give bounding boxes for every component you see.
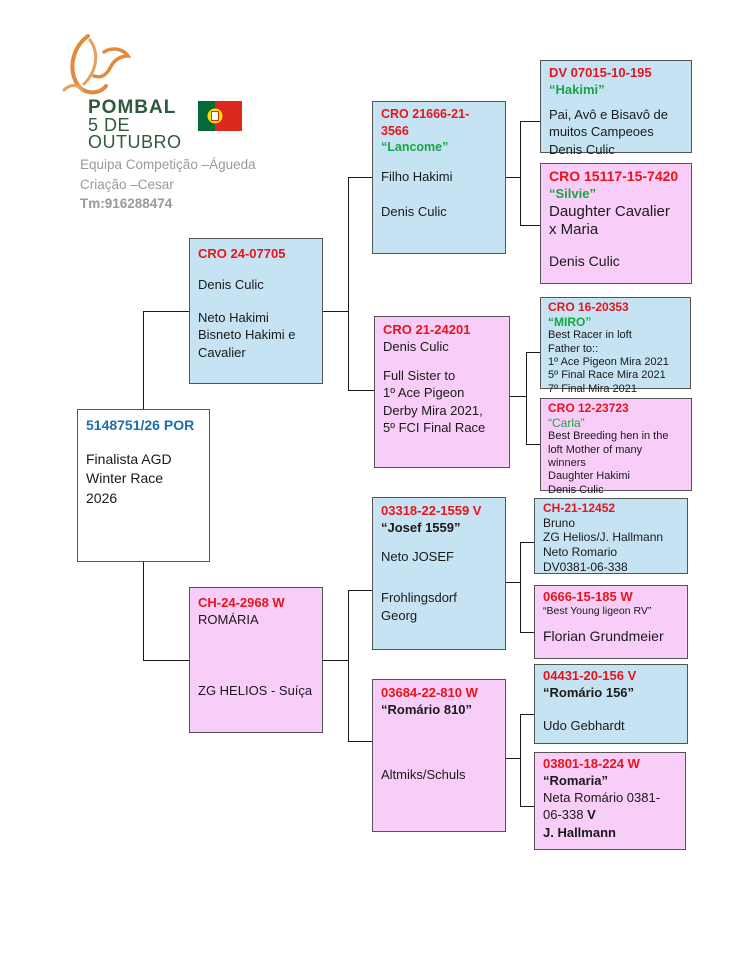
connector xyxy=(322,660,348,661)
connector xyxy=(348,390,374,391)
connector xyxy=(520,714,534,715)
connector xyxy=(348,177,372,178)
sss-card: DV 07015-10-195 “Hakimi” Pai, Avô e Bisa… xyxy=(540,60,692,157)
connector xyxy=(520,225,540,226)
connector xyxy=(506,177,520,178)
dam-card: CH-24-2968 W ROMÁRIA ZG HELIOS - Suíça xyxy=(189,587,323,733)
sdd-ring: CRO 12-23723 xyxy=(548,401,629,415)
connector xyxy=(520,542,521,632)
connector xyxy=(506,758,520,759)
ssd-card: CRO 15117-15-7420 “Silvie” Daughter Cava… xyxy=(540,163,692,284)
dam-sire-ring: 03318-22-1559 V xyxy=(381,503,482,518)
logo-title: POMBAL xyxy=(88,97,177,118)
connector xyxy=(348,741,372,742)
connector xyxy=(348,590,349,741)
logo-subtitle: 5 DE OUTUBRO xyxy=(88,115,182,152)
sss-ring: DV 07015-10-195 xyxy=(549,65,652,80)
dam-dam-card: 03684-22-810 W “Romário 810” Altmiks/Sch… xyxy=(372,679,506,832)
connector xyxy=(348,590,372,591)
dam-dam-ring: 03684-22-810 W xyxy=(381,685,478,700)
connector xyxy=(526,444,540,445)
dsd-card: 0666-15-185 W “Best Young ligeon RV” Flo… xyxy=(534,585,688,659)
ddd-ring: 03801-18-224 W xyxy=(543,756,640,771)
sire-sire-card: CRO 21666-21-3566 “Lancome” Filho Hakimi… xyxy=(372,101,506,254)
connector xyxy=(143,561,144,661)
connector xyxy=(506,582,520,583)
connector xyxy=(510,396,526,397)
dsd-ring: 0666-15-185 W xyxy=(543,589,633,604)
dds-card: 04431-20-156 V “Romário 156” Udo Gebhard… xyxy=(534,664,688,744)
dss-ring: CH-21-12452 xyxy=(543,501,616,515)
sire-dam-ring: CRO 21-24201 xyxy=(383,322,471,337)
ssd-ring: CRO 15117-15-7420 xyxy=(549,168,679,184)
connector xyxy=(348,177,349,390)
dam-ring: CH-24-2968 W xyxy=(198,595,285,610)
connector xyxy=(322,311,348,312)
ddd-card: 03801-18-224 W “Romaria” Neta Romário 03… xyxy=(534,752,686,850)
connector xyxy=(520,121,540,122)
connector xyxy=(526,352,527,444)
dam-sire-card: 03318-22-1559 V “Josef 1559” Neto JOSEF … xyxy=(372,497,506,650)
phone-info: Tm:916288474 xyxy=(80,196,173,211)
dss-card: CH-21-12452 Bruno ZG Helios/J. Hallmann … xyxy=(534,498,688,574)
dds-ring: 04431-20-156 V xyxy=(543,668,637,683)
connector xyxy=(526,352,540,353)
subject-ring: 5148751/26 POR xyxy=(86,417,195,433)
subject-card: 5148751/26 POR Finalista AGD Winter Race… xyxy=(77,409,210,562)
breeding-info: Criação –Cesar xyxy=(80,177,174,192)
connector xyxy=(520,714,521,806)
sire-card: CRO 24-07705 Denis Culic Neto Hakimi Bis… xyxy=(189,238,323,384)
sdd-card: CRO 12-23723 “Carla” Best Breeding hen i… xyxy=(540,398,692,496)
sire-ring: CRO 24-07705 xyxy=(198,246,286,261)
dove-logo-icon xyxy=(62,34,132,95)
sds-card: CRO 16-20353 “MIRO” Best Racer in loft F… xyxy=(540,297,691,395)
connector xyxy=(143,660,189,661)
connector xyxy=(520,806,534,807)
connector xyxy=(520,121,521,225)
connector xyxy=(143,311,144,409)
sds-ring: CRO 16-20353 xyxy=(548,300,629,314)
portugal-flag-icon xyxy=(198,101,242,131)
sire-dam-card: CRO 21-24201 Denis Culic Full Sister to … xyxy=(374,316,510,468)
connector xyxy=(520,542,534,543)
team-info: Equipa Competição –Águeda xyxy=(80,157,256,172)
connector xyxy=(520,632,534,633)
connector xyxy=(143,311,189,312)
sire-sire-ring: CRO 21666-21-3566 xyxy=(381,107,470,138)
